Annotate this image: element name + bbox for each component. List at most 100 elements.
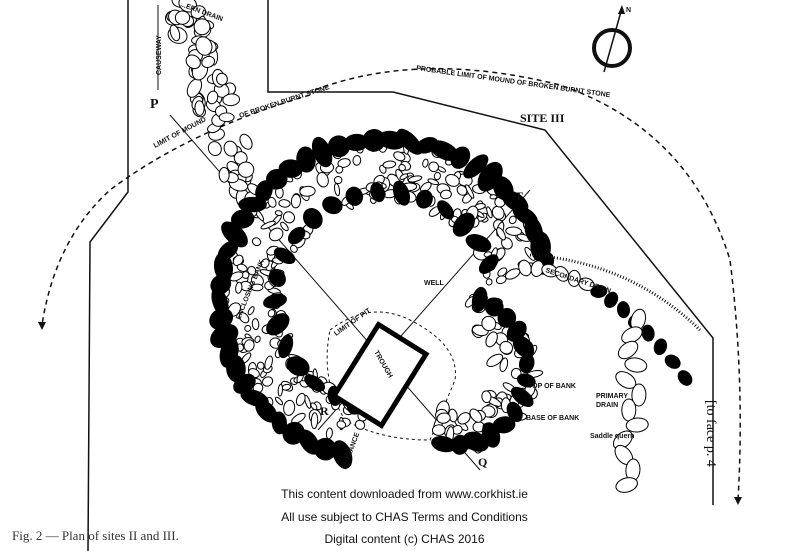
stone [207, 141, 222, 157]
stone [266, 313, 290, 336]
stone [290, 193, 302, 209]
stone [267, 196, 277, 208]
stone [489, 194, 498, 200]
north-label: N [626, 7, 631, 14]
point-r: R [320, 404, 329, 418]
stone [486, 206, 493, 219]
north-arrow-icon [592, 5, 632, 73]
stone [505, 226, 523, 236]
stone [303, 207, 323, 229]
stone [508, 215, 517, 225]
stone [337, 158, 351, 168]
stone [263, 293, 287, 309]
stone [333, 175, 343, 185]
stone [289, 244, 298, 253]
stone [481, 315, 497, 332]
stone [354, 419, 366, 430]
stone [250, 283, 264, 292]
stone [499, 357, 509, 373]
stone [282, 211, 296, 224]
stone [590, 284, 608, 298]
stone [497, 307, 517, 328]
stone [431, 435, 457, 453]
stone [222, 93, 241, 107]
stone [267, 309, 276, 318]
stone [201, 55, 216, 68]
stone [496, 227, 506, 241]
stone [274, 210, 283, 216]
stone [277, 383, 284, 397]
trough [330, 321, 430, 429]
stone [264, 355, 273, 370]
stone [436, 412, 451, 424]
stone [518, 259, 532, 277]
stone [278, 334, 294, 359]
stone [237, 161, 255, 178]
stone [310, 412, 319, 430]
arrowhead-right [734, 497, 742, 505]
page-reference: [to face p. 4 [703, 400, 718, 467]
stone [382, 160, 397, 169]
primary-drain-label2: DRAIN [596, 402, 618, 409]
mound-limit-label-right: PROBABLE LIMIT OF MOUND OF BROKEN BURNT … [416, 65, 611, 99]
stone [457, 412, 471, 425]
stone [478, 254, 499, 274]
stone [617, 340, 639, 360]
stone [268, 268, 286, 287]
stone [273, 247, 296, 264]
watermark-line-2: All use subject to CHAS Terms and Condit… [281, 510, 528, 524]
stone [481, 390, 492, 404]
stone [193, 18, 211, 36]
stone [232, 254, 244, 267]
stone [278, 199, 291, 208]
stone [445, 173, 460, 187]
point-q: Q [478, 455, 487, 469]
stone [422, 158, 429, 168]
stone [370, 182, 386, 203]
point-p: P [150, 97, 159, 112]
stone [393, 151, 406, 162]
stone [616, 301, 630, 319]
stone [471, 286, 488, 313]
stone [452, 212, 476, 237]
point-t: T [515, 189, 523, 203]
stone [185, 54, 201, 70]
primary-drain-label: PRIMARY [596, 393, 628, 400]
stone [428, 161, 440, 173]
stone [499, 340, 514, 355]
stone [465, 184, 475, 199]
stone [280, 221, 289, 232]
stone [195, 36, 213, 56]
stone [296, 146, 316, 173]
stone [615, 477, 638, 493]
stone [396, 128, 423, 155]
stone [415, 189, 433, 209]
stone [631, 383, 647, 407]
stone [230, 209, 255, 229]
stone [218, 166, 230, 183]
stone [431, 424, 446, 436]
stone [295, 392, 306, 407]
site-iii-label: SITE III [520, 111, 565, 125]
stone [677, 370, 693, 386]
stone [274, 396, 284, 406]
stone [407, 175, 423, 183]
stone [316, 172, 329, 188]
pit-limit-label: LIMIT OF PIT [333, 307, 373, 338]
causeway-label: CAUSEWAY [156, 35, 163, 75]
stone [239, 133, 253, 150]
stone [283, 399, 296, 416]
stone [254, 335, 261, 344]
stone [268, 227, 284, 242]
stone [567, 269, 581, 287]
mound-limit-right [314, 67, 741, 501]
stone [332, 440, 353, 469]
watermark-line-3: Digital content (c) CHAS 2016 [324, 532, 485, 546]
stone [612, 430, 633, 450]
stone [310, 402, 318, 411]
watermark-line-1: This content downloaded from www.corkhis… [281, 487, 528, 501]
stone [653, 338, 668, 356]
stone [335, 165, 344, 174]
arrowhead-left [38, 322, 46, 330]
stone [327, 135, 350, 158]
